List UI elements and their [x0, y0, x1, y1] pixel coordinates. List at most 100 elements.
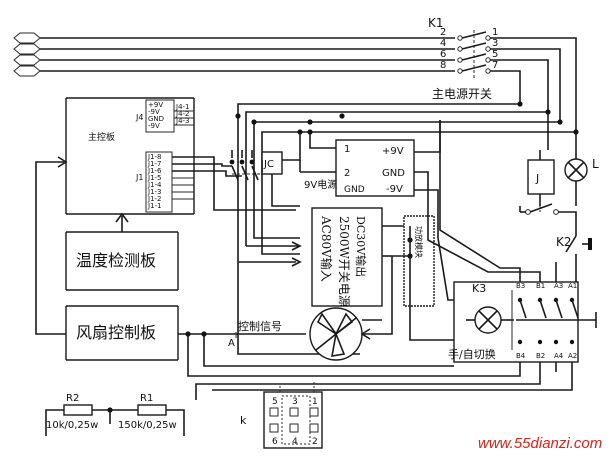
k1-pin-8: 8 [440, 60, 446, 71]
power-pin-1: +9V [148, 101, 163, 109]
k1-pin-5: 5 [492, 49, 498, 60]
j1-pin-1: J1-1 [147, 202, 162, 210]
k3-top-pin-b1: B1 [536, 282, 545, 290]
terminal-2 [13, 43, 41, 55]
relay-jc-label: JC [263, 159, 274, 170]
main-board-label: 主控板 [88, 131, 115, 143]
power-module-pin-1: 1 [344, 144, 350, 155]
relay-j [527, 159, 555, 195]
side-module [403, 215, 435, 307]
j1-connector [145, 151, 173, 213]
k1-junction-dots [235, 101, 579, 135]
input-terminals [13, 32, 41, 77]
power-module-gnd-right: GND [382, 168, 405, 179]
switch-k-top-pin-5: 5 [272, 397, 278, 407]
k1-switch-contacts [457, 30, 491, 80]
switch-k-top-pin-3: 3 [292, 397, 298, 407]
jc-contacts [229, 150, 262, 181]
switch-k-bottom-pin-6: 6 [272, 437, 278, 447]
power-module-supply-label: 9V电源 [304, 178, 337, 191]
j1-pin-2: J1-2 [147, 195, 162, 203]
j1-pin-4: J1-4 [147, 181, 162, 189]
j4-pin-2: J4-2 [175, 110, 190, 118]
j1-output-wires [172, 156, 296, 211]
j4-connector [145, 99, 175, 133]
main-board [65, 97, 195, 215]
j4-pin-1: J4-1 [175, 103, 190, 111]
supply-input-wires [238, 160, 302, 267]
switch-k [263, 391, 323, 449]
j1-pin-8: J1-8 [147, 153, 162, 161]
k1-caption: 主电源开关 [432, 87, 492, 101]
watermark-text: www.55dianzi.com [478, 435, 602, 452]
switch-k-label: k [240, 414, 247, 427]
switching-power-supply [311, 207, 383, 307]
power-module-minus9v: -9V [386, 184, 403, 195]
switch-k-contacts [269, 380, 319, 433]
switching-supply-ac-in: AC80V输入 [319, 215, 334, 282]
switching-supply-title: 2500W开关电源 [337, 216, 351, 307]
k1-label: K1 [428, 16, 444, 30]
fan-icon [309, 307, 363, 361]
terminal-1 [13, 32, 41, 44]
temperature-board [65, 231, 179, 291]
switching-supply-dc-out: DC30V输出 [354, 216, 368, 277]
j1-pin-7: J1-7 [147, 160, 162, 168]
lamp-label: L [592, 157, 599, 171]
k3-contacts [516, 297, 597, 345]
k1-pin-2: 2 [440, 27, 446, 38]
k1-pin-1: 1 [492, 27, 498, 38]
resistor-r1 [137, 404, 167, 416]
power-pin-2: -9V [148, 108, 160, 116]
input-lines [40, 37, 455, 72]
k3-bottom-pin-b2: B2 [536, 352, 545, 360]
fan-control-board-label: 风扇控制板 [76, 323, 156, 342]
k3-indicator-icon [474, 306, 502, 334]
r1-value: 150k/0,25w [118, 420, 177, 431]
resistor-network [45, 404, 185, 436]
k2-label: K2 [556, 235, 572, 249]
k1-pin-6: 6 [440, 49, 446, 60]
resistor-r2 [63, 404, 93, 416]
k3-top-pin-a1: A1 [568, 282, 577, 290]
fan-signal-label: 控制信号 [238, 319, 282, 333]
k1-pin-7: 7 [492, 60, 498, 71]
k1-pin-3: 3 [492, 38, 498, 49]
lamp-icon [564, 158, 588, 182]
switch-k-bottom-pin-4: 4 [292, 437, 298, 447]
temperature-board-label: 温度检测板 [76, 251, 156, 270]
k2-switch [565, 226, 592, 264]
k3-bottom-pin-a4: A4 [554, 352, 564, 360]
j4-pin-3: J4-3 [175, 117, 190, 125]
r1-name: R1 [140, 393, 153, 404]
side-module-label: 功放模块 [414, 226, 424, 258]
k1-pin-4: 4 [440, 38, 446, 49]
k3-bottom-pin-a2: A2 [568, 352, 577, 360]
k3-top-pin-a3: A3 [554, 282, 563, 290]
k3-top-pin-b3: B3 [516, 282, 525, 290]
power-module-pin-2: 2 [344, 168, 350, 179]
power-module-9v [335, 139, 415, 197]
j-contacts [519, 203, 577, 226]
j1-pin-3: J1-3 [147, 188, 162, 196]
j1-pin-5: J1-5 [147, 174, 162, 182]
k3-label: K3 [472, 282, 486, 295]
j1-pin-6: J1-6 [147, 167, 162, 175]
power-pin-3: GND [148, 115, 164, 123]
fan-node-a: A [228, 338, 235, 349]
k3-caption: 手/自切换 [448, 347, 496, 361]
r2-name: R2 [66, 393, 79, 404]
main-board-j4-label: J4 [135, 113, 143, 122]
switch-k-top-pin-1: 1 [312, 397, 318, 407]
terminal-3 [13, 54, 41, 66]
main-board-j1-label: J1 [135, 173, 143, 182]
k1-output-wires [237, 37, 577, 290]
switch-k-bottom-pin-2: 2 [312, 437, 318, 447]
fan-control-board [65, 305, 179, 361]
j1-pin-labels: J1-8 J1-7 J1-6 J1-5 J1-4 J1-3 J1-2 J1-1 [147, 153, 162, 210]
relay-j-label: J [535, 172, 539, 185]
r2-value: 10k/0,25w [46, 420, 98, 431]
k3-wiring [195, 120, 577, 400]
power-module-gnd-left: GND [344, 185, 365, 195]
